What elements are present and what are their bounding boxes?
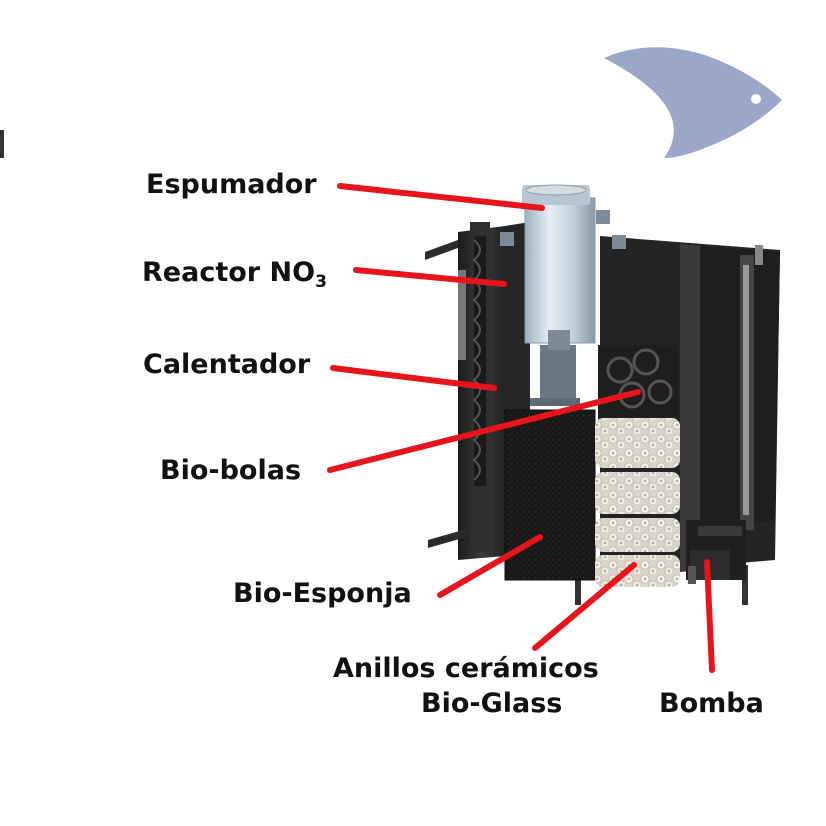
label-espumador: Espumador (146, 169, 317, 200)
leader-reactor (353, 267, 507, 287)
bio-balls (598, 345, 678, 425)
label-bio-bolas: Bio-bolas (160, 455, 302, 486)
label-calentador: Calentador (143, 349, 311, 380)
leader-espumador (337, 183, 545, 211)
label-reactor-subscript: 3 (315, 272, 327, 292)
edge-fragment (0, 130, 4, 158)
skimmer-tube (500, 184, 626, 406)
label-bio-glass: Bio-Glass (421, 688, 563, 719)
leader-calentador (330, 365, 497, 391)
label-bio-esponja: Bio-Esponja (233, 578, 412, 609)
label-anillos: Anillos cerámicos (333, 653, 599, 684)
label-reactor-text: Reactor NO (142, 257, 316, 288)
fish-logo-icon (604, 47, 782, 158)
leader-lines (327, 183, 715, 673)
leader-bio-esponja (437, 534, 543, 598)
bio-sponge (504, 409, 596, 581)
label-bomba: Bomba (659, 688, 764, 719)
leader-anillos (532, 562, 637, 651)
leader-bio-bolas (327, 389, 641, 473)
pump (686, 520, 746, 584)
label-reactor: Reactor NO3 (142, 257, 327, 291)
leader-bomba (704, 559, 715, 673)
ceramic-rings (595, 418, 680, 587)
